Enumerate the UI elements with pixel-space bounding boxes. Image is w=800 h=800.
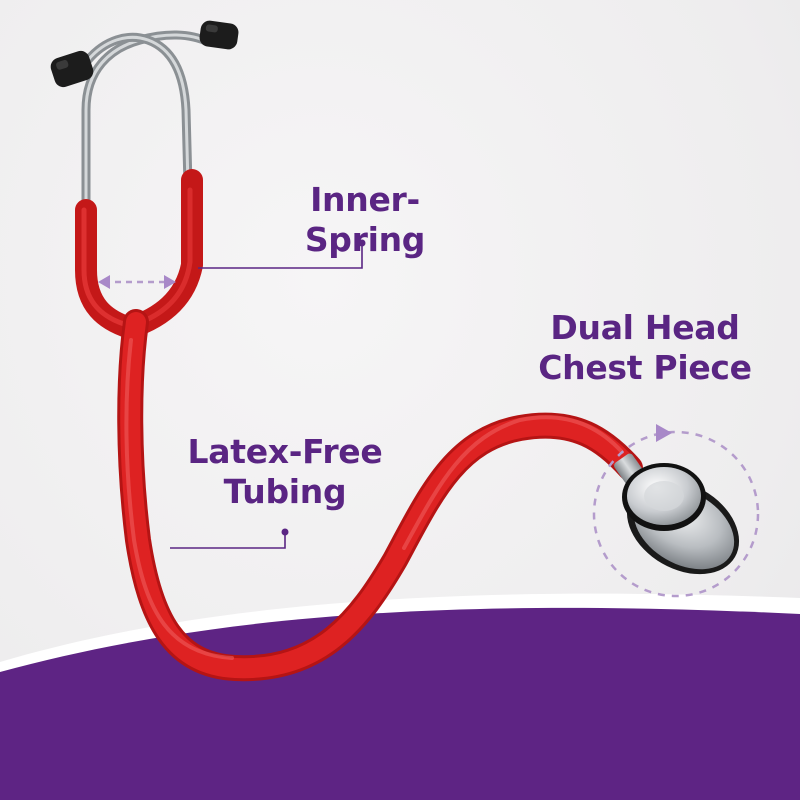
tubing-label: Latex-Free Tubing [180,432,390,512]
y-tubing [75,169,203,339]
inner-spring-text: Inner-Spring [304,180,426,259]
binaural-tubes [81,30,213,220]
double-arrow-icon [98,275,176,289]
ear-tip-right-icon [199,20,239,50]
callout-tubing [170,528,289,549]
chest-piece-label: Dual Head Chest Piece [520,308,770,388]
callout-inner-spring [198,239,366,269]
tubing-line1: Latex-Free [187,432,383,471]
rotate-arrow-icon [592,424,760,598]
chest-piece-icon [614,453,740,575]
purple-wave-footer [0,593,800,800]
tubing-line2: Tubing [223,472,347,511]
ear-tip-left-icon [50,50,94,88]
chest-piece-line1: Dual Head [550,308,740,347]
inner-spring-label: Inner-Spring [250,180,480,260]
main-tubing [117,309,643,682]
chest-piece-line2: Chest Piece [538,348,752,387]
